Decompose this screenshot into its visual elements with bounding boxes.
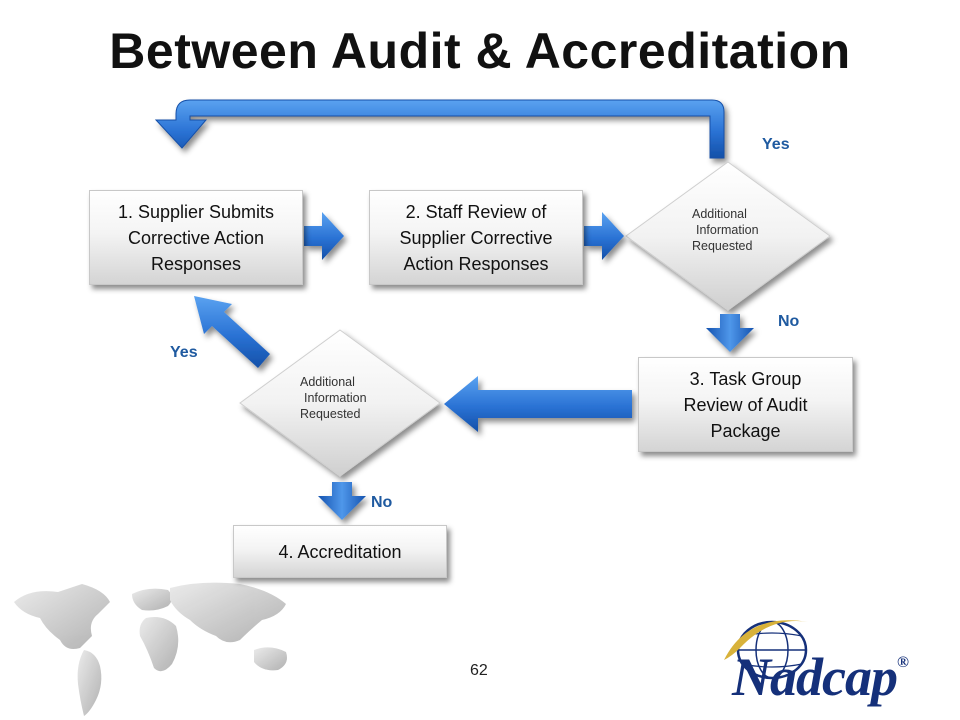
process-step-2: 2. Staff Review of Supplier Corrective A…: [369, 190, 583, 285]
edge-label-d1-yes: Yes: [762, 136, 790, 153]
decision-2-label: Additional Information Requested: [300, 374, 367, 422]
nadcap-logo: Nadcap®: [732, 646, 909, 708]
registered-mark: ®: [896, 654, 909, 671]
step-2-line-3: Action Responses: [403, 253, 549, 274]
decision-2-line-2: Information: [304, 391, 367, 405]
edge-label-d2-yes: Yes: [170, 344, 198, 361]
process-step-3: 3. Task Group Review of Audit Package: [638, 357, 853, 452]
page-number: 62: [470, 662, 488, 679]
arrow-step2-to-decision1: [584, 212, 624, 260]
edge-label-d1-no: No: [778, 313, 800, 330]
arrow-step1-to-step2: [304, 212, 344, 260]
step-1-line-1: 1. Supplier Submits: [117, 201, 275, 222]
step-1-line-2: Corrective Action: [127, 227, 265, 248]
process-step-1: 1. Supplier Submits Corrective Action Re…: [89, 190, 303, 285]
process-step-4: 4. Accreditation: [233, 525, 447, 578]
decision-1-line-3: Requested: [692, 239, 753, 253]
decision-diamond-1: [625, 161, 831, 311]
nadcap-logo-globe: [724, 620, 808, 680]
step-2-line-1: 2. Staff Review of: [405, 201, 547, 222]
decision-1-line-1: Additional: [692, 207, 747, 221]
step-3-line-2: Review of Audit: [683, 394, 808, 415]
step-3-line-1: 3. Task Group: [689, 368, 802, 389]
step-3-line-3: Package: [710, 420, 781, 441]
decision-1-line-2: Information: [696, 223, 759, 237]
arrow-decision2-to-step4: [318, 482, 366, 520]
edge-label-d2-no: No: [371, 494, 393, 511]
decision-diamond-2: [239, 329, 441, 477]
arrow-step3-to-decision2: [444, 376, 632, 432]
decision-2-line-3: Requested: [300, 407, 361, 421]
arrow-decision1-to-step3: [706, 314, 754, 352]
arrow-decision2-to-step1: [194, 296, 270, 368]
step-2-line-2: Supplier Corrective: [399, 227, 553, 248]
page-title: Between Audit & Accreditation: [109, 23, 851, 79]
step-1-line-3: Responses: [150, 253, 242, 274]
world-map-image: [14, 582, 287, 716]
loop-arrow-yes: [154, 99, 725, 159]
nadcap-logo-text: Nadcap: [732, 647, 898, 707]
decision-2-line-1: Additional: [300, 375, 355, 389]
step-4-line-1: 4. Accreditation: [278, 541, 402, 562]
decision-1-label: Additional Information Requested: [692, 206, 759, 254]
